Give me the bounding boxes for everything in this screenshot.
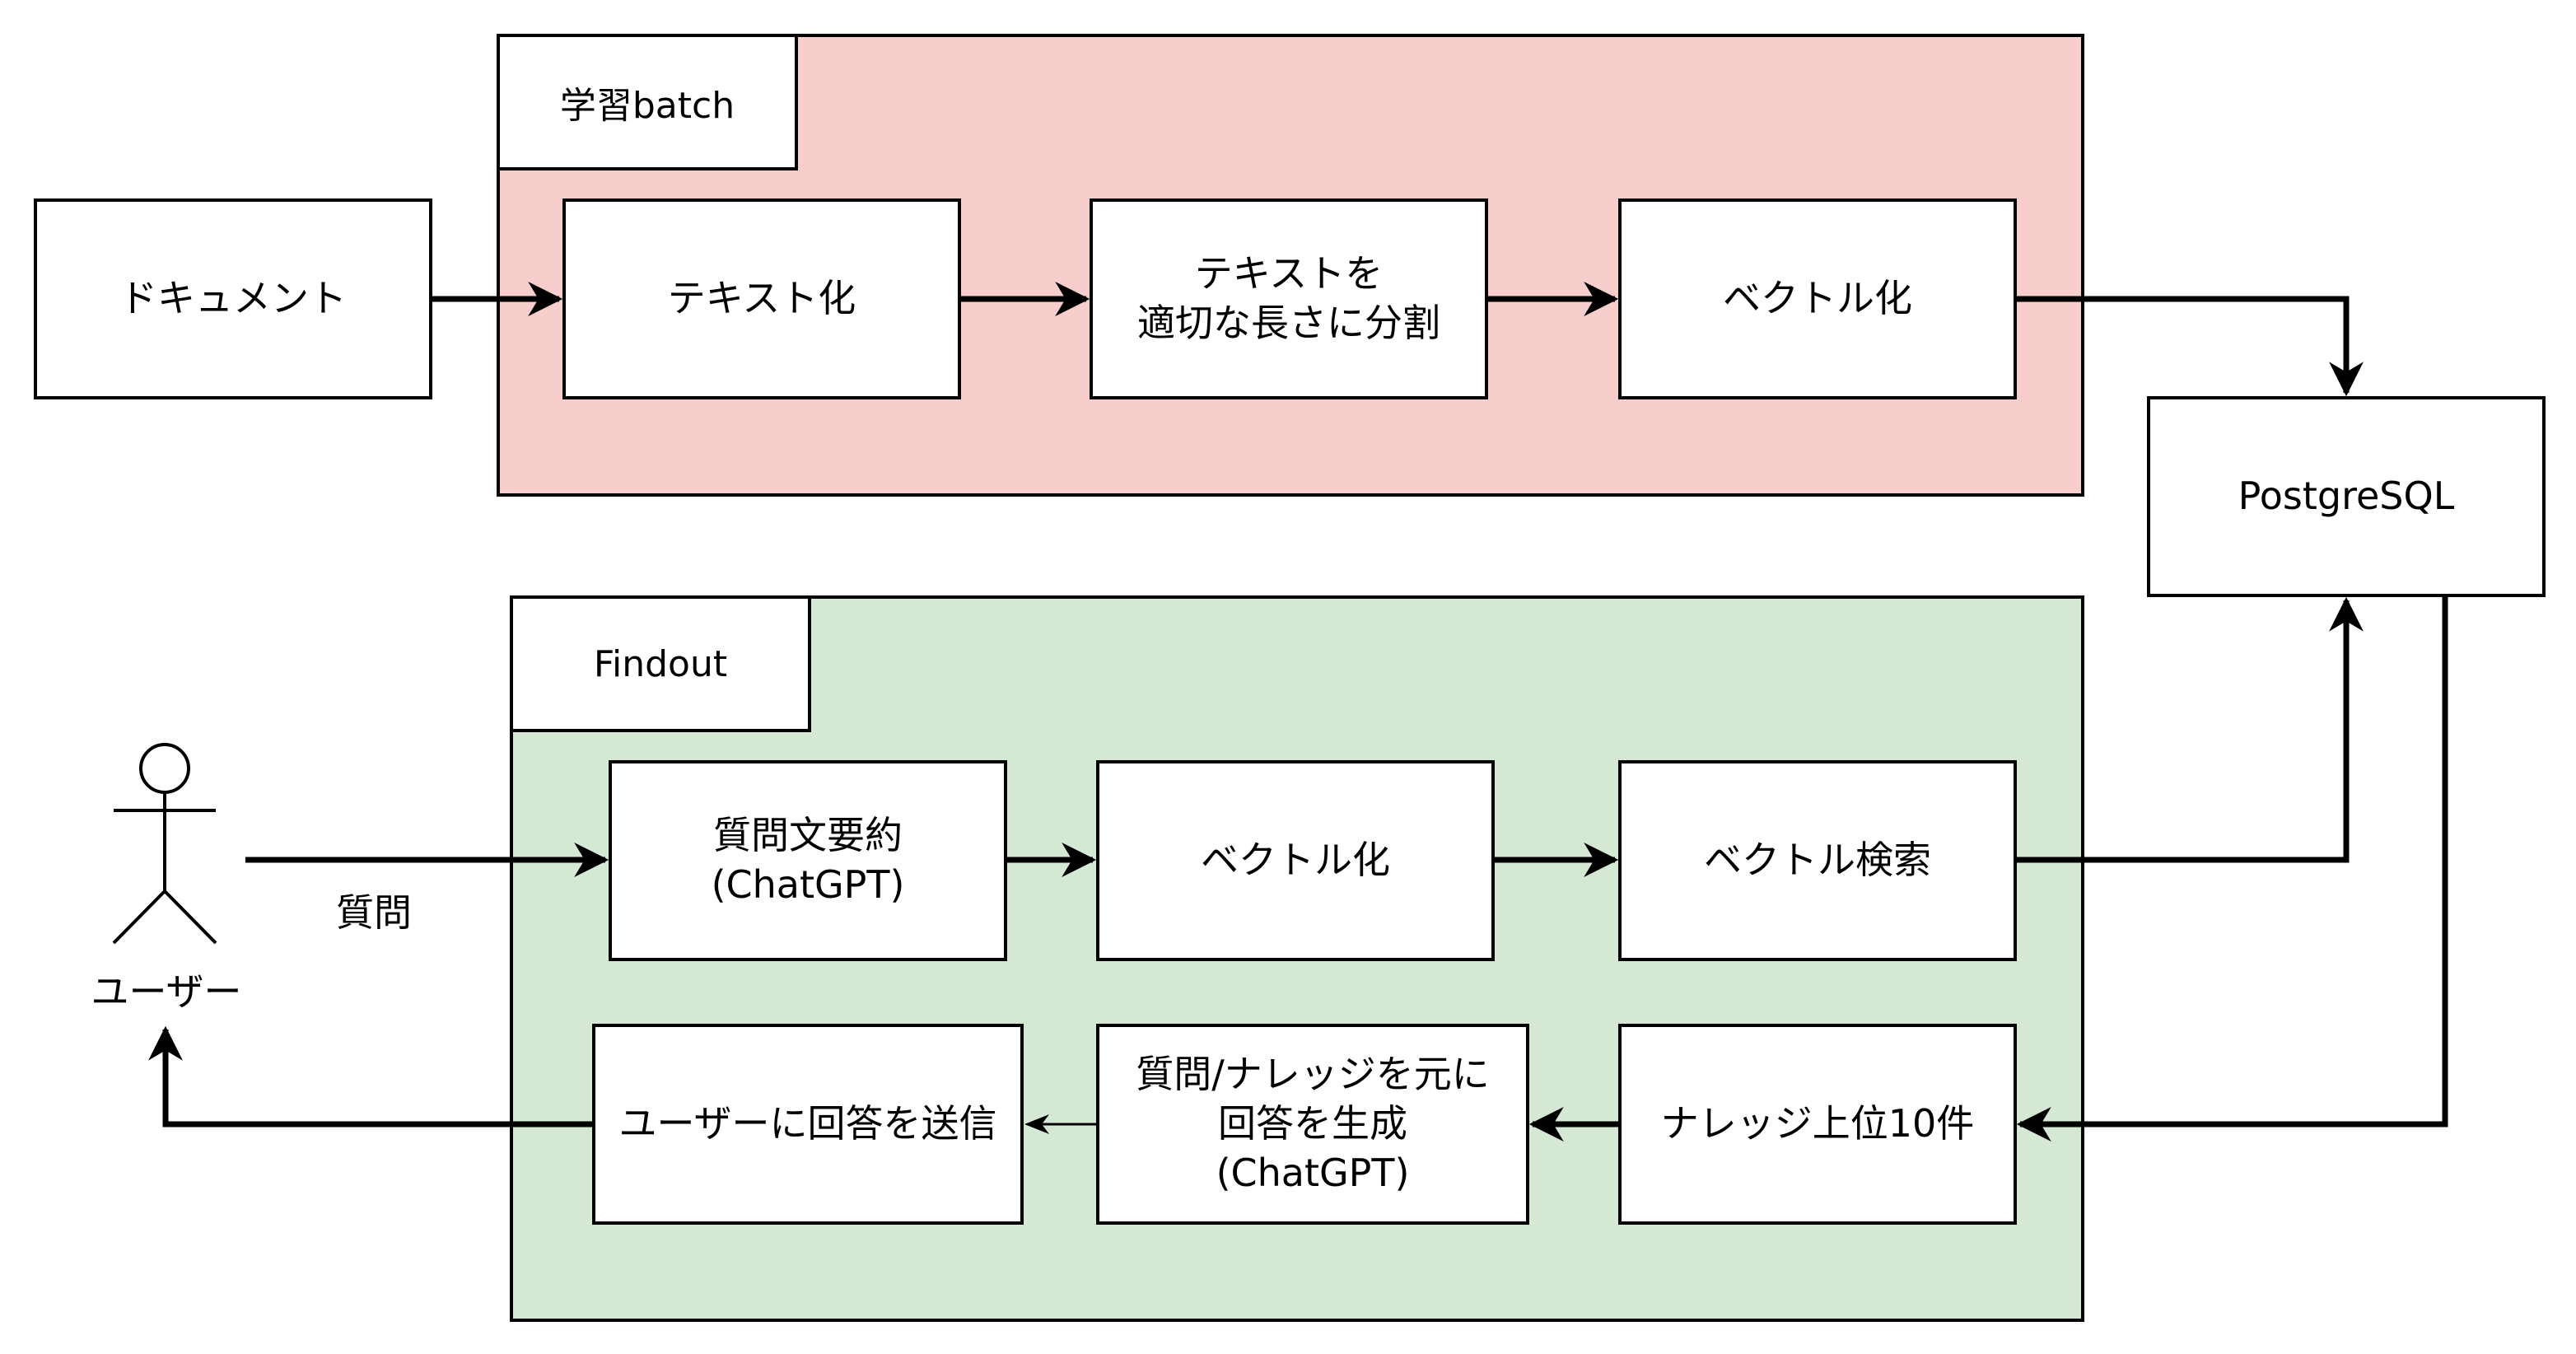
node-summarize-question: 質問文要約 (ChatGPT) (609, 760, 1007, 961)
node-send-answer: ユーザーに回答を送信 (592, 1024, 1024, 1225)
edge-question-label: 質問 (336, 890, 412, 935)
node-generate-answer: 質問/ナレッジを元に 回答を生成 (ChatGPT) (1096, 1024, 1529, 1225)
node-vector-search: ベクトル検索 (1618, 760, 2017, 961)
node-document: ドキュメント (34, 198, 432, 399)
batch-label: 学習batch (497, 34, 798, 170)
edge-vectorize-to-postgres (2017, 296, 2364, 397)
edge-send-to-user (148, 1025, 592, 1128)
actor-label: ユーザー (91, 969, 242, 1014)
edge-postgres-to-top10 (2016, 597, 2448, 1142)
actor-user-icon (112, 743, 217, 945)
node-top10-knowledge: ナレッジ上位10件 (1618, 1024, 2017, 1225)
node-vectorize-find: ベクトル化 (1096, 760, 1495, 961)
node-vectorize-batch: ベクトル化 (1618, 198, 2017, 399)
node-split-text: テキストを 適切な長さに分割 (1090, 198, 1488, 399)
edge-search-to-postgres (2017, 596, 2364, 863)
findout-label: Findout (510, 595, 811, 732)
node-to-text: テキスト化 (562, 198, 961, 399)
node-postgresql: PostgreSQL (2147, 396, 2546, 597)
